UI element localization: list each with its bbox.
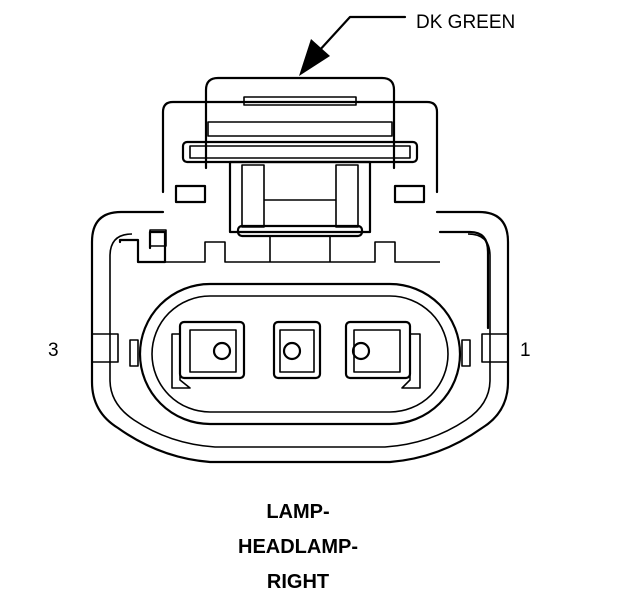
callout-arrowhead [299, 39, 330, 76]
terminal-3-pin-hole [212, 341, 232, 361]
wire-color-label: DK GREEN [416, 12, 515, 33]
pin-number-left: 3 [48, 340, 59, 361]
side-key-left [129, 339, 139, 367]
side-band-right [481, 333, 509, 363]
latch-side-left [174, 184, 207, 204]
latch-tab [204, 76, 396, 170]
cavity-frame-top [165, 241, 440, 263]
terminal-cavity-2 [272, 320, 322, 380]
latch-center-block [228, 160, 372, 234]
shoulder-left [118, 230, 167, 264]
contact-cavity-outer [138, 282, 462, 426]
housing-inner-shell [109, 233, 491, 448]
connector-housing [90, 76, 510, 464]
side-key-right [461, 339, 471, 367]
latch-lower-bar [236, 224, 364, 238]
contact-cavity-inner [151, 295, 449, 413]
latch-rib-left [241, 164, 265, 228]
terminal-1-socket [353, 329, 401, 373]
latch-frame [161, 100, 439, 194]
pin-number-right: 1 [520, 340, 531, 361]
shoulder-right [438, 230, 490, 330]
caption-line-1: LAMP- [266, 501, 329, 523]
terminal-3-socket [189, 329, 237, 373]
terminal-cavity-3 [171, 320, 246, 389]
terminal-2-pin-hole [282, 341, 302, 361]
terminal-3-lock-tab [171, 333, 191, 389]
latch-crossbar-inner [189, 145, 411, 159]
side-band-left [91, 333, 119, 363]
shoulder-left-lug [149, 229, 167, 247]
caption-line-3: RIGHT [267, 571, 329, 593]
latch-crossbar [181, 140, 419, 164]
wire-color-callout: DK GREEN [299, 12, 515, 76]
terminal-1-pin-hole [351, 341, 371, 361]
terminal-1-lock-tab [401, 333, 421, 389]
callout-leader-line [316, 15, 407, 54]
terminal-2-housing [272, 320, 322, 380]
terminal-2-socket [279, 329, 315, 373]
latch-slot-bar [207, 121, 393, 137]
latch-side-right [393, 184, 426, 204]
caption-line-2: HEADLAMP- [238, 536, 358, 558]
terminal-cavity-1 [344, 320, 421, 389]
connector-caption: LAMP- HEADLAMP- RIGHT [238, 501, 358, 593]
latch-rib-right [335, 164, 359, 228]
